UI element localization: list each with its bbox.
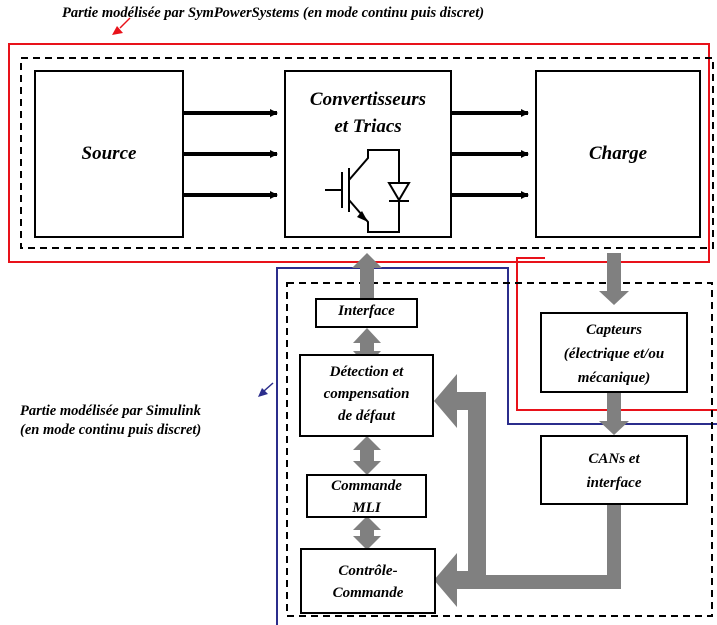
load-label: Charge — [588, 143, 648, 164]
adc-label: CANs et interface — [586, 451, 642, 491]
source-label: Source — [81, 143, 137, 164]
detection-label: Détection et compensation de défaut — [323, 364, 410, 424]
top-caption: Partie modélisée par SymPowerSystems (en… — [62, 5, 485, 21]
control-part-boundary — [286, 282, 713, 617]
flow-feedback-to-control — [434, 553, 457, 607]
flow-sensors-to-adc — [599, 421, 629, 435]
simulink-region-outline — [276, 267, 717, 625]
flow-arrows — [352, 253, 629, 607]
sensors-block — [540, 312, 688, 393]
pwm-label: Commande MLI — [331, 478, 402, 516]
pwm-block — [306, 474, 427, 518]
igbt-emitter-arrow — [357, 211, 368, 222]
control-label: Contrôle- Commande — [332, 563, 404, 601]
power-part-boundary — [20, 57, 714, 249]
top-caption-arrowhead — [112, 26, 123, 35]
load-block — [535, 70, 701, 238]
control-block — [300, 548, 436, 614]
top-caption-leader — [119, 17, 131, 29]
bottom-caption-arrowhead — [258, 388, 268, 397]
source-block — [34, 70, 184, 238]
flow-feedback-to-detection — [434, 374, 457, 428]
flow-interface-to-converter — [360, 266, 374, 299]
detection-block — [299, 354, 434, 437]
bottom-caption: Partie modélisée par Simulink (en mode c… — [20, 403, 202, 438]
bottom-caption-leader — [263, 382, 274, 392]
interface-block — [315, 298, 418, 328]
converter-label: Convertisseurs et Triacs — [309, 89, 427, 137]
sensors-label: Capteurs (électrique et/ou mécanique) — [563, 322, 665, 386]
flow-pwm-control — [353, 536, 381, 550]
interface-label: Interface — [338, 303, 395, 319]
flow-detection-pwm — [353, 461, 381, 475]
flow-load-to-sensors — [599, 291, 629, 305]
signal-arrows — [183, 109, 529, 199]
adc-block — [540, 435, 688, 505]
